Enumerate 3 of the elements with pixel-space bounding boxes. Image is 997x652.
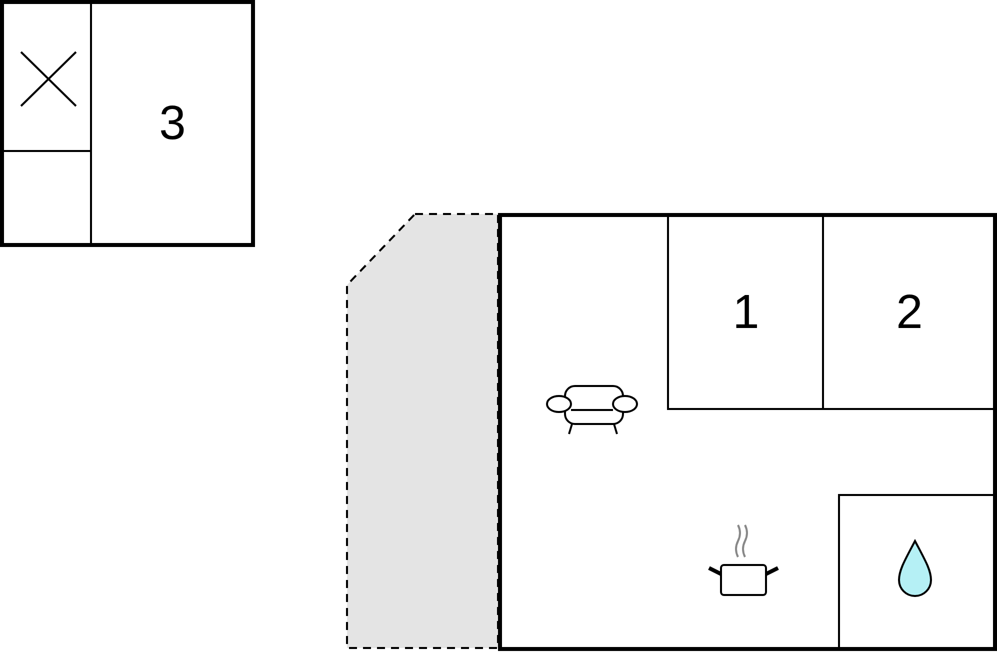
room-number: 2 xyxy=(896,288,923,336)
room-number: 3 xyxy=(159,100,186,148)
room-number: 1 xyxy=(732,288,760,336)
